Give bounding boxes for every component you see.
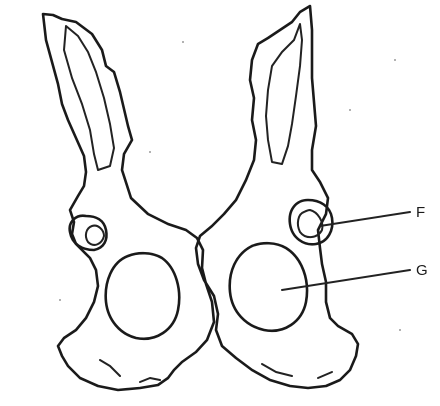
- left-obturator-foramen: [106, 253, 180, 339]
- left-hip-bone: [43, 14, 214, 390]
- right-lower-contour: [262, 364, 332, 378]
- label-g: G: [416, 262, 428, 279]
- left-ilium-inner-line: [64, 26, 114, 170]
- label-f-callout: F: [320, 204, 425, 226]
- right-hip-bone: [196, 6, 358, 388]
- label-f-leader-line: [320, 212, 410, 226]
- label-f: F: [416, 204, 425, 221]
- right-acetabulum-inner: [298, 210, 322, 237]
- label-g-leader-line: [282, 270, 410, 290]
- left-knob-inner: [86, 226, 104, 245]
- left-lower-contour: [100, 360, 160, 382]
- label-g-callout: G: [282, 262, 428, 290]
- left-hip-outline: [43, 14, 214, 390]
- right-ilium-inner-line: [266, 24, 302, 164]
